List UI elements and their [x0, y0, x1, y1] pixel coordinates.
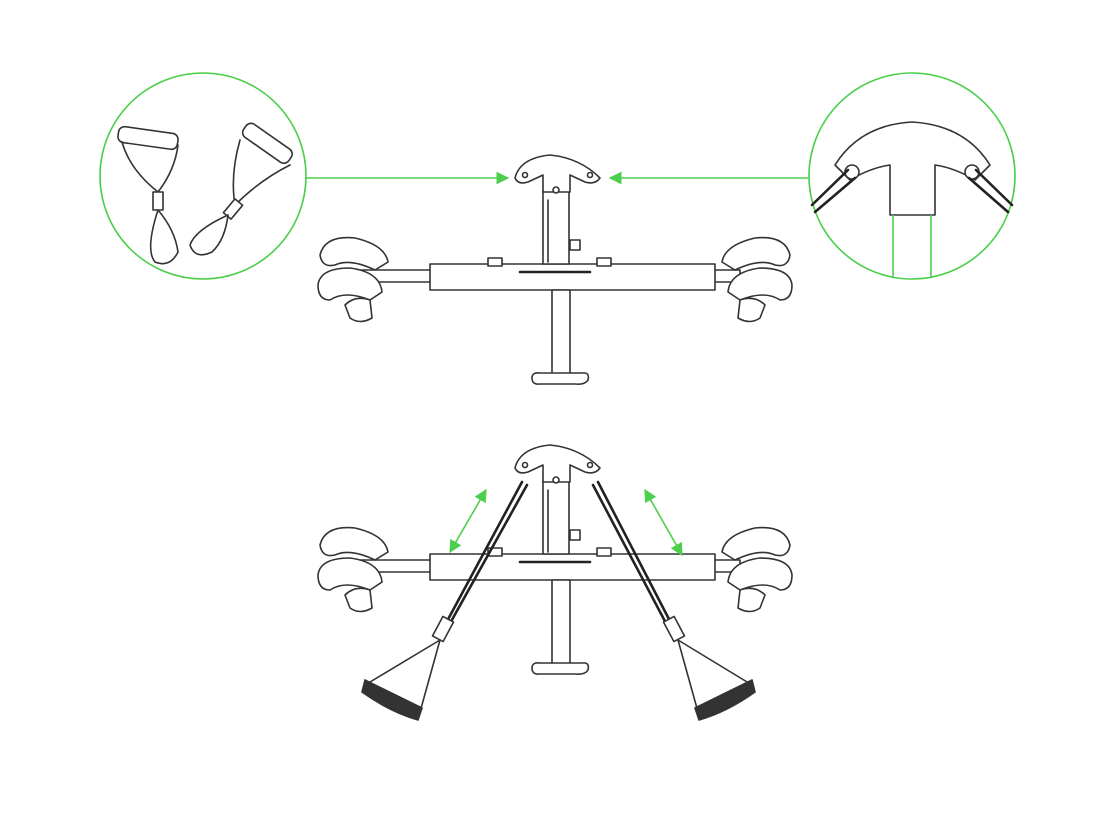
handles-detail-callout [99, 72, 510, 280]
motion-arrow-right [644, 488, 683, 557]
band-right [591, 480, 756, 721]
device-bottom [316, 443, 794, 721]
anchor-detail-callout [608, 72, 1016, 280]
band-left [361, 480, 529, 721]
handle-icon [117, 122, 293, 265]
motion-arrow-left [449, 488, 487, 554]
device-top [316, 153, 794, 386]
